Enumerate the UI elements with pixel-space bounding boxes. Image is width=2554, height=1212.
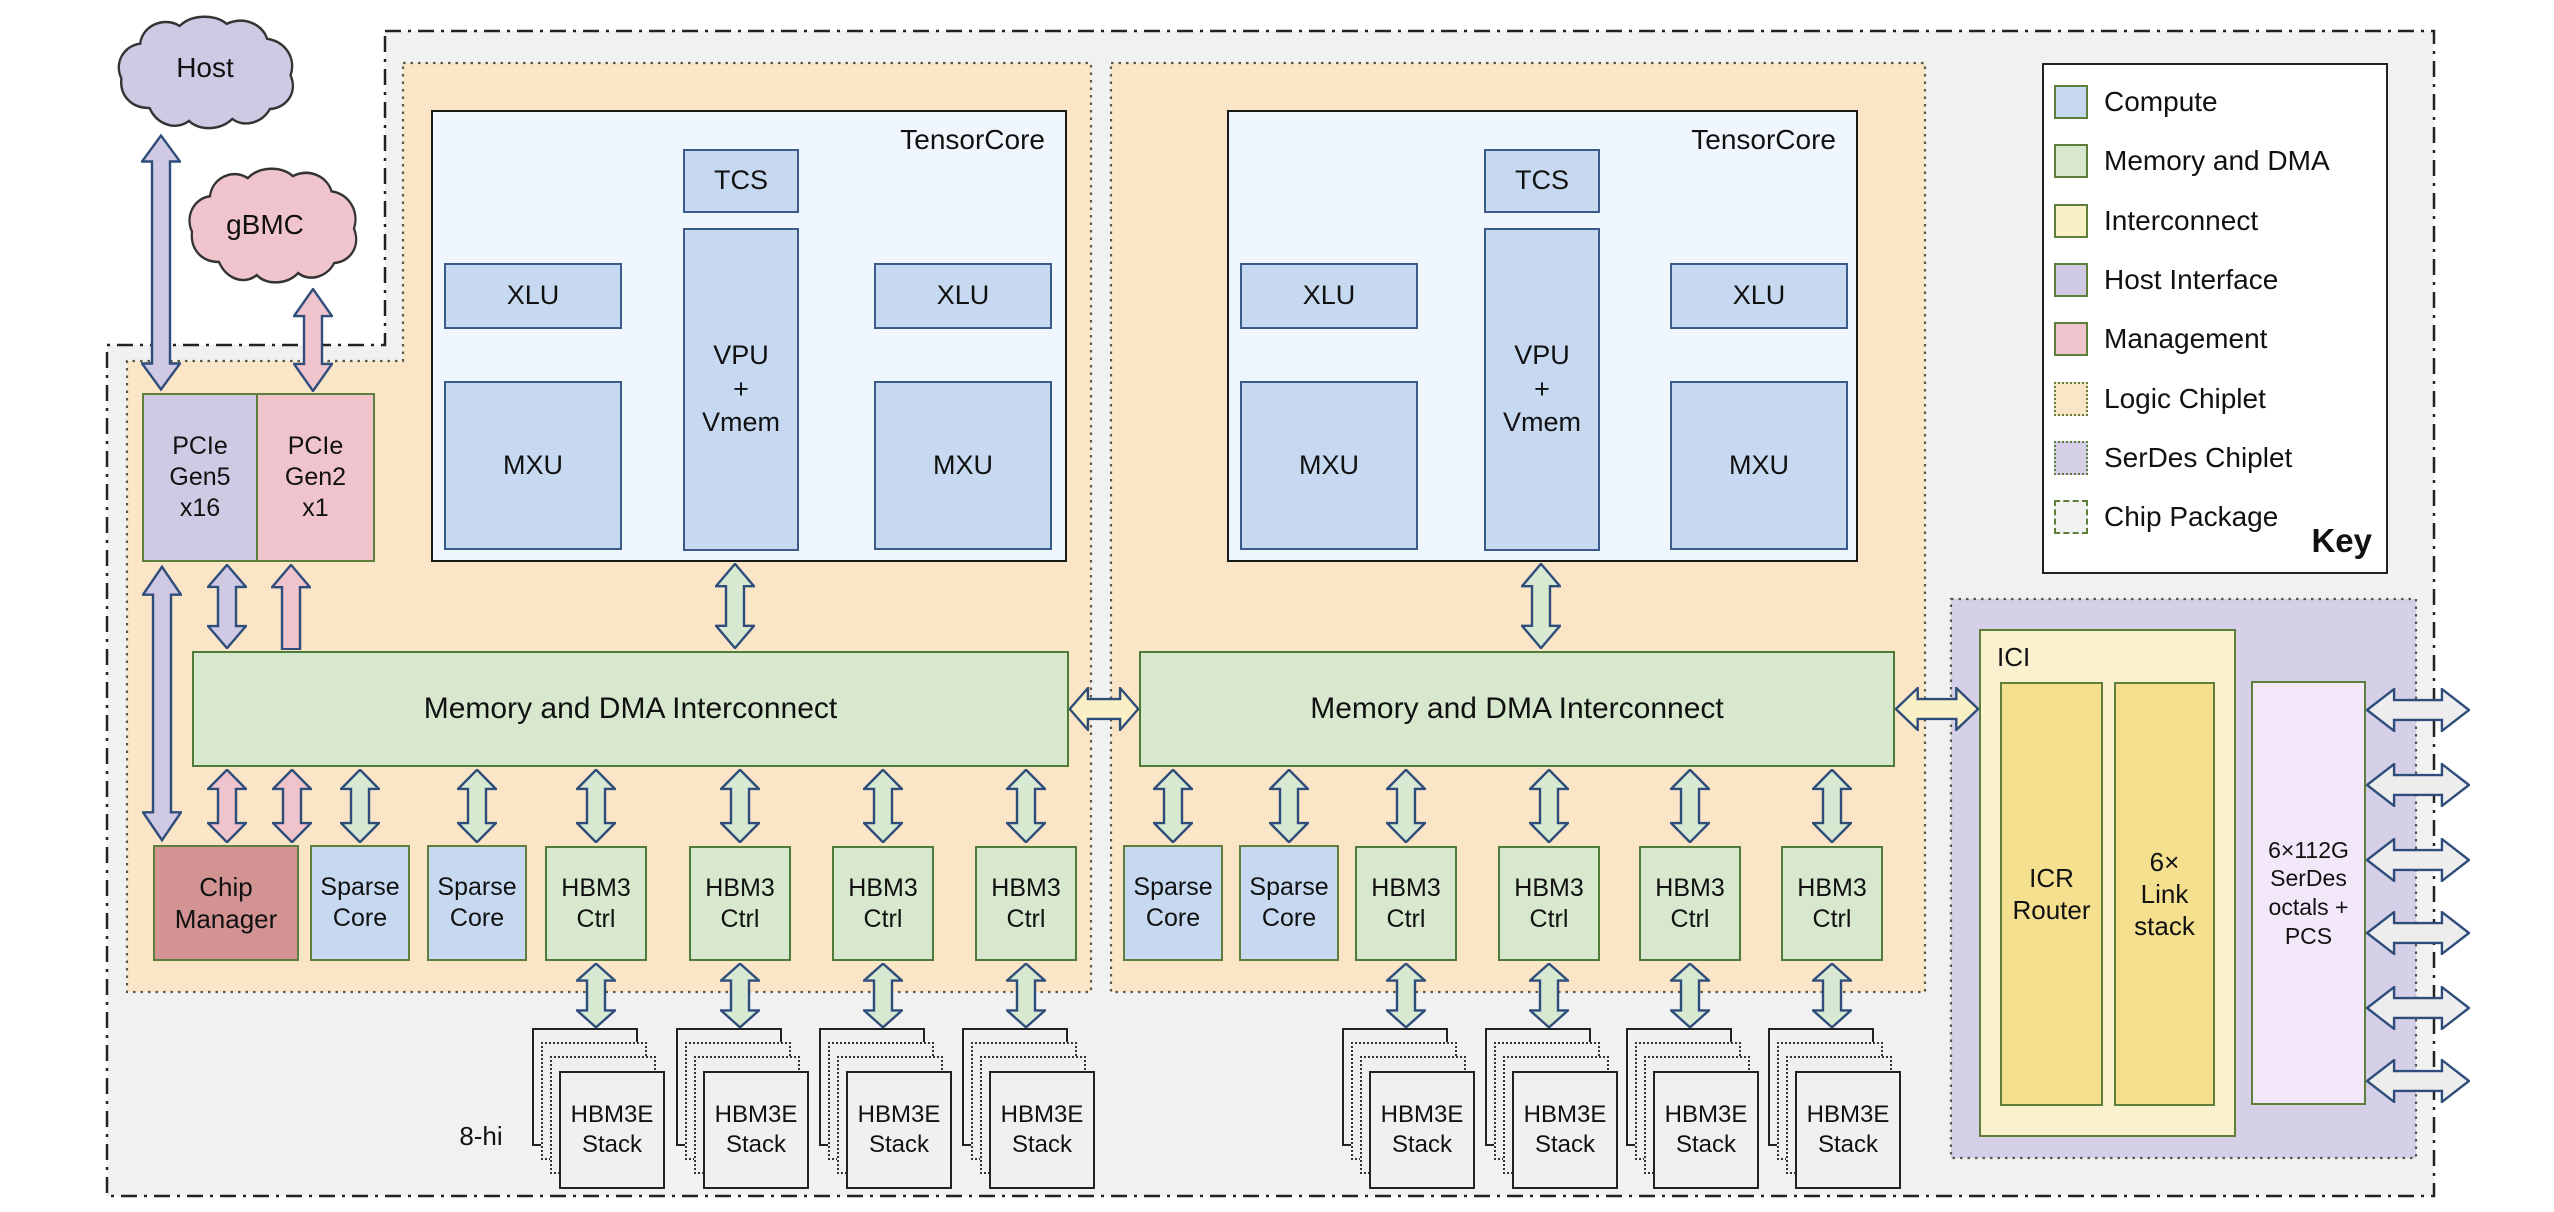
chip-manager-box: Chip Manager bbox=[153, 845, 299, 961]
hbm3e-stack-group: HBM3E Stack bbox=[1768, 1028, 1928, 1192]
key-item-label: Logic Chiplet bbox=[2104, 382, 2266, 414]
key-swatch-host-interface bbox=[2054, 263, 2088, 297]
xlu-box: XLU bbox=[874, 263, 1052, 329]
hbm3-ctrl-box: HBM3 Ctrl bbox=[1781, 846, 1883, 961]
hbm3-ctrl-box: HBM3 Ctrl bbox=[1498, 846, 1600, 961]
key-swatch-chip-package bbox=[2054, 500, 2088, 534]
host-cloud-label: Host bbox=[176, 51, 234, 83]
key-item-label: Compute bbox=[2104, 85, 2218, 117]
hbm3e-stack-group: HBM3E Stack bbox=[1626, 1028, 1786, 1192]
sparse-core-box: Sparse Core bbox=[1123, 845, 1223, 961]
tensorcore2-label: TensorCore bbox=[1691, 123, 1836, 155]
hbm3e-stack-front: HBM3E Stack bbox=[559, 1071, 665, 1189]
gbmc-cloud bbox=[188, 167, 358, 284]
hbm3e-stack-front: HBM3E Stack bbox=[1369, 1071, 1475, 1189]
vpu-vmem-box: VPU + Vmem bbox=[683, 228, 799, 551]
hbm3-ctrl-box: HBM3 Ctrl bbox=[689, 846, 791, 961]
key-title: Key bbox=[2311, 521, 2372, 559]
hbm3e-stack-front: HBM3E Stack bbox=[989, 1071, 1095, 1189]
memory-dma-interconnect-left: Memory and DMA Interconnect bbox=[192, 651, 1069, 767]
serdes-octals-box: 6×112G SerDes octals + PCS bbox=[2251, 681, 2366, 1105]
host-cloud bbox=[117, 15, 294, 130]
key-swatch-interconnect bbox=[2054, 204, 2088, 238]
gbmc-cloud-label: gBMC bbox=[226, 208, 304, 240]
ici-label: ICI bbox=[1997, 641, 2031, 672]
key-item-label: Chip Package bbox=[2104, 500, 2279, 532]
hbm3-ctrl-box: HBM3 Ctrl bbox=[1355, 846, 1457, 961]
hbm3e-stack-group: HBM3E Stack bbox=[962, 1028, 1122, 1192]
hbm3-ctrl-box: HBM3 Ctrl bbox=[1639, 846, 1741, 961]
hbm3-ctrl-box: HBM3 Ctrl bbox=[545, 846, 647, 961]
key-item-label: SerDes Chiplet bbox=[2104, 441, 2293, 473]
hbm3e-stack-front: HBM3E Stack bbox=[846, 1071, 952, 1189]
key-swatch-management bbox=[2054, 322, 2088, 356]
key-swatch-compute bbox=[2054, 85, 2088, 119]
hbm3e-stack-front: HBM3E Stack bbox=[1512, 1071, 1618, 1189]
vpu-vmem-box: VPU + Vmem bbox=[1484, 228, 1600, 551]
memory-dma-interconnect-right: Memory and DMA Interconnect bbox=[1139, 651, 1895, 767]
tcs-box: TCS bbox=[1484, 149, 1600, 213]
xlu-box: XLU bbox=[444, 263, 622, 329]
mxu-box: MXU bbox=[874, 381, 1052, 550]
link-stack-box: 6× Link stack bbox=[2114, 682, 2215, 1106]
sparse-core-box: Sparse Core bbox=[310, 845, 410, 961]
hbm3e-stack-group: HBM3E Stack bbox=[819, 1028, 979, 1192]
xlu-box: XLU bbox=[1240, 263, 1418, 329]
hbm3e-stack-group: HBM3E Stack bbox=[676, 1028, 836, 1192]
mxu-box: MXU bbox=[1240, 381, 1418, 550]
key-swatch-logic-chiplet bbox=[2054, 382, 2088, 416]
key-item-label: Interconnect bbox=[2104, 204, 2259, 236]
hbm3e-stack-group: HBM3E Stack bbox=[1342, 1028, 1502, 1192]
xlu-box: XLU bbox=[1670, 263, 1848, 329]
key-item-label: Memory and DMA bbox=[2104, 144, 2330, 176]
hbm3-ctrl-box: HBM3 Ctrl bbox=[975, 846, 1077, 961]
hbm3e-stack-front: HBM3E Stack bbox=[703, 1071, 809, 1189]
key-swatch-memory bbox=[2054, 144, 2088, 178]
hbm3e-stack-group: HBM3E Stack bbox=[532, 1028, 692, 1192]
mxu-box: MXU bbox=[444, 381, 622, 550]
key-item-label: Management bbox=[2104, 322, 2268, 354]
hbm3-ctrl-box: HBM3 Ctrl bbox=[832, 846, 934, 961]
icr-router-box: ICR Router bbox=[2000, 682, 2103, 1106]
tcs-box: TCS bbox=[683, 149, 799, 213]
pcie-gen2-box: PCIe Gen2 x1 bbox=[256, 393, 375, 562]
mxu-box: MXU bbox=[1670, 381, 1848, 550]
hbm3e-stack-front: HBM3E Stack bbox=[1653, 1071, 1759, 1189]
stack-height-label: 8-hi bbox=[459, 1120, 503, 1151]
pcie-gen5-box: PCIe Gen5 x16 bbox=[142, 393, 258, 562]
key-swatch-serdes-chiplet bbox=[2054, 441, 2088, 475]
hbm3e-stack-group: HBM3E Stack bbox=[1485, 1028, 1645, 1192]
key-item-label: Host Interface bbox=[2104, 263, 2279, 295]
sparse-core-box: Sparse Core bbox=[1239, 845, 1339, 961]
sparse-core-box: Sparse Core bbox=[427, 845, 527, 961]
key-box bbox=[2042, 63, 2388, 574]
tensorcore1-label: TensorCore bbox=[900, 123, 1045, 155]
hbm3e-stack-front: HBM3E Stack bbox=[1795, 1071, 1901, 1189]
